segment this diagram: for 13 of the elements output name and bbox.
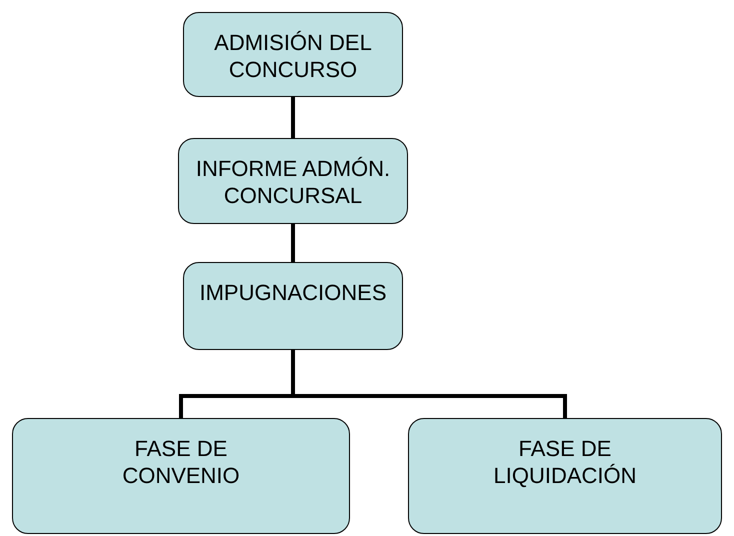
connector-line	[291, 350, 567, 418]
node-label: IMPUGNACIONES	[199, 279, 387, 306]
node-label: FASE DE LIQUIDACIÓN	[492, 435, 638, 489]
node-label: FASE DE CONVENIO	[121, 435, 241, 489]
process-box	[183, 12, 403, 97]
node-label: INFORME ADMÓN. CONCURSAL	[194, 155, 392, 209]
process-box	[183, 262, 403, 350]
process-box	[12, 418, 350, 534]
node-label: ADMISIÓN DEL CONCURSO	[213, 29, 373, 83]
connector-line	[291, 224, 295, 262]
process-box	[178, 138, 408, 224]
process-box	[408, 418, 722, 534]
connector-line	[291, 97, 295, 138]
